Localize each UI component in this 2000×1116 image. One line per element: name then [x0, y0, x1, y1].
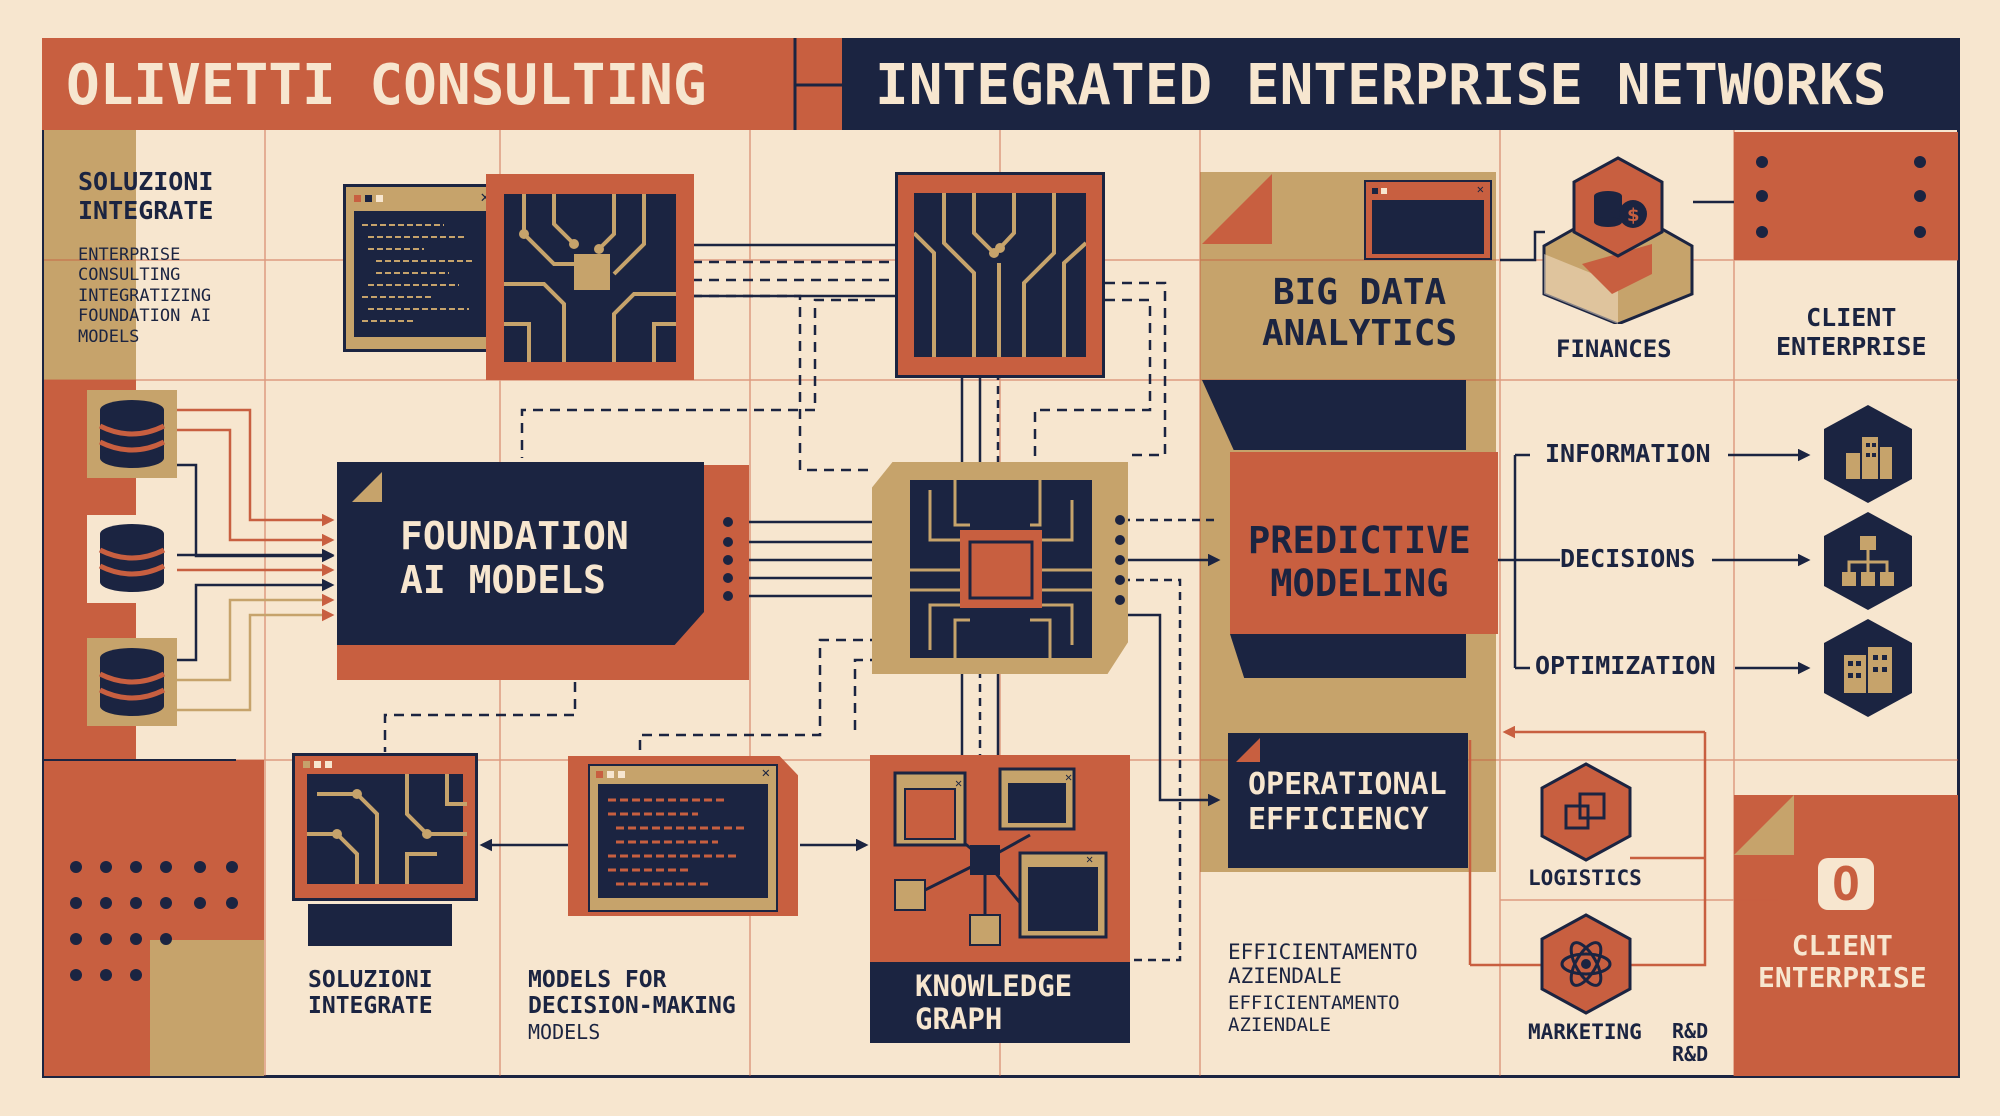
- output-information: INFORMATION: [1545, 439, 1711, 468]
- marketing-atom-icon: [1540, 913, 1632, 1015]
- header-right-bar: [842, 38, 1958, 130]
- predictive-modeling-node[interactable]: [1230, 452, 1498, 634]
- foundation-label: FOUNDATION AI MODELS: [400, 514, 629, 602]
- database-feed-lines: [176, 408, 335, 712]
- database-icon-2: [98, 524, 166, 592]
- intro-heading: SOLUZIONI INTEGRATE: [78, 167, 214, 225]
- circuit-window-stand: [308, 904, 452, 946]
- left-column-tan: [44, 130, 136, 380]
- close-icon: ✕: [761, 765, 770, 781]
- circuit-chip-top-center: [895, 172, 1105, 378]
- client-enterprise-top: CLIENT ENTERPRISE: [1776, 303, 1927, 361]
- models-caption: MODELS FOR DECISION-MAKING: [528, 967, 736, 1020]
- close-icon: ✕: [1476, 182, 1484, 196]
- circuit-window-bottom: [292, 753, 478, 901]
- big-data-code-window: ✕: [1364, 180, 1492, 260]
- bottom-left-tan: [150, 940, 264, 1076]
- client-badge: O: [1818, 858, 1874, 910]
- finances-coins-icon: $: [1542, 156, 1694, 324]
- dot-grid-decoration: [70, 861, 238, 981]
- code-window-top: ✕: [343, 184, 501, 352]
- rnd-label: R&D R&D: [1672, 1019, 1709, 1066]
- intro-body: ENTERPRISE CONSULTING INTEGRATIZING FOUN…: [78, 245, 212, 347]
- predictive-navy-top: [1202, 380, 1466, 450]
- svg-text:✕: ✕: [1065, 770, 1072, 784]
- svg-text:✕: ✕: [1086, 852, 1093, 866]
- code-window-bottom: ✕: [568, 756, 798, 916]
- circuit-chip-top-left: [486, 174, 694, 380]
- database-icon-3: [98, 648, 166, 716]
- factory-icon: [1824, 619, 1912, 717]
- operational-efficiency-node[interactable]: [1228, 733, 1468, 868]
- dots-icon: [1756, 156, 1926, 238]
- big-data-analytics-label: BIG DATA ANALYTICS: [1262, 272, 1458, 355]
- finances-label: FINANCES: [1556, 335, 1672, 363]
- header-left-bar: [42, 38, 842, 130]
- hierarchy-icon: [1824, 512, 1912, 610]
- output-decisions: DECISIONS: [1560, 544, 1696, 573]
- logistics-label: LOGISTICS: [1528, 866, 1642, 890]
- operational-efficiency-label: OPERATIONAL EFFICIENCY: [1248, 767, 1447, 837]
- predictive-navy-bottom: [1230, 634, 1466, 678]
- chip-pins: [723, 515, 1125, 605]
- code-lines-icon: [362, 224, 474, 322]
- models-subcaption: MODELS: [528, 1020, 601, 1044]
- network-title: INTEGRATED ENTERPRISE NETWORKS: [875, 53, 1887, 118]
- close-icon: ✕: [480, 187, 490, 206]
- efficientamento-subcaption: EFFICIENTAMENTO AZIENDALE: [1228, 992, 1400, 1036]
- knowledge-graph-label-bar: [870, 962, 1130, 1043]
- logistics-box-icon: [1540, 762, 1632, 862]
- knowledge-graph-label: KNOWLEDGE GRAPH: [915, 969, 1073, 1037]
- foundation-ai-models-node[interactable]: [337, 462, 704, 645]
- building-icon: [1824, 405, 1912, 503]
- client-enterprise-bottom: CLIENT ENTERPRISE: [1758, 929, 1927, 995]
- marketing-label: MARKETING: [1528, 1020, 1642, 1044]
- company-title: OLIVETTI CONSULTING: [66, 53, 707, 118]
- output-optimization: OPTIMIZATION: [1535, 651, 1716, 680]
- predictive-modeling-label: PREDICTIVE MODELING: [1248, 519, 1471, 605]
- svg-text:✕: ✕: [955, 776, 962, 790]
- svg-text:$: $: [1627, 205, 1640, 226]
- knowledge-graph-network: ✕ ✕ ✕: [893, 767, 1108, 946]
- database-icon-1: [98, 400, 166, 468]
- soluzioni-caption: SOLUZIONI INTEGRATE: [308, 967, 433, 1020]
- efficientamento-caption: EFFICIENTAMENTO AZIENDALE: [1228, 940, 1418, 989]
